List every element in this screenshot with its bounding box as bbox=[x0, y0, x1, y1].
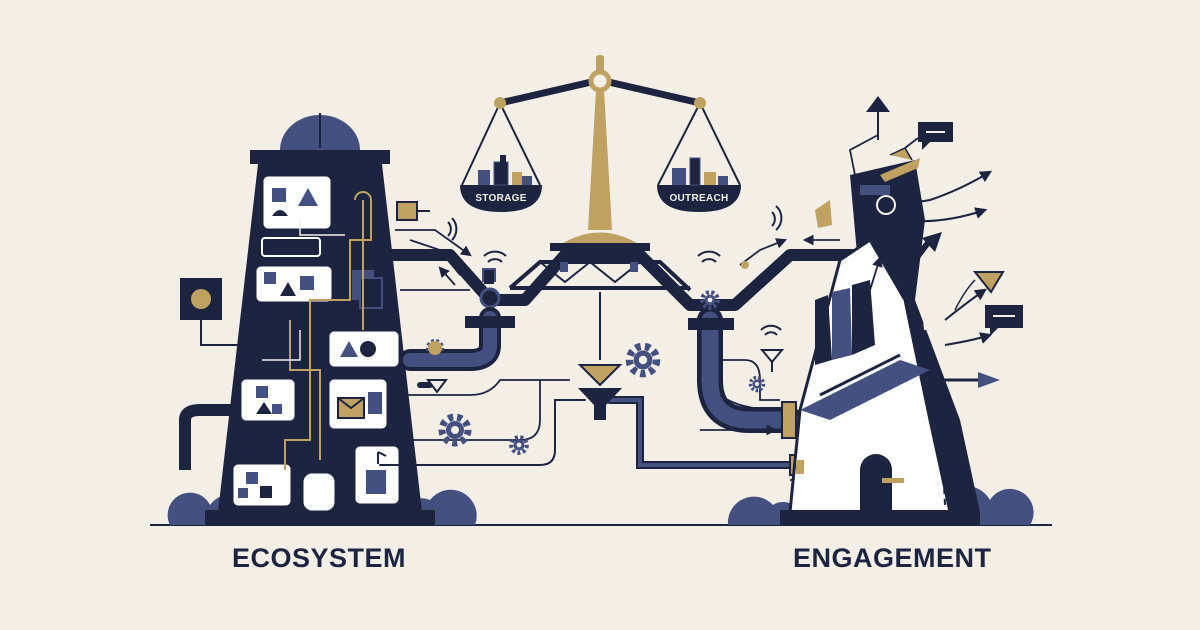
scale-icon bbox=[460, 55, 741, 251]
envelope-icon bbox=[337, 392, 382, 419]
funnel-icon bbox=[577, 364, 623, 420]
funnel-icon bbox=[426, 349, 785, 394]
gold-triangle bbox=[972, 271, 1005, 294]
ecosystem-caption: ECOSYSTEM bbox=[232, 543, 407, 573]
bridge-icon bbox=[388, 249, 880, 360]
chat-bubble-icon bbox=[918, 122, 1023, 336]
storage-label: STORAGE bbox=[475, 193, 526, 204]
tower-icon bbox=[179, 113, 435, 525]
shapes-icon bbox=[238, 188, 387, 498]
outreach-label: OUTREACH bbox=[669, 193, 728, 204]
wifi-icon bbox=[447, 205, 783, 336]
pipes bbox=[379, 307, 807, 476]
tower-icon bbox=[780, 158, 980, 525]
sensor-box bbox=[180, 278, 240, 346]
arrow-icon bbox=[848, 96, 1000, 388]
engagement-caption: ENGAGEMENT bbox=[793, 543, 992, 573]
